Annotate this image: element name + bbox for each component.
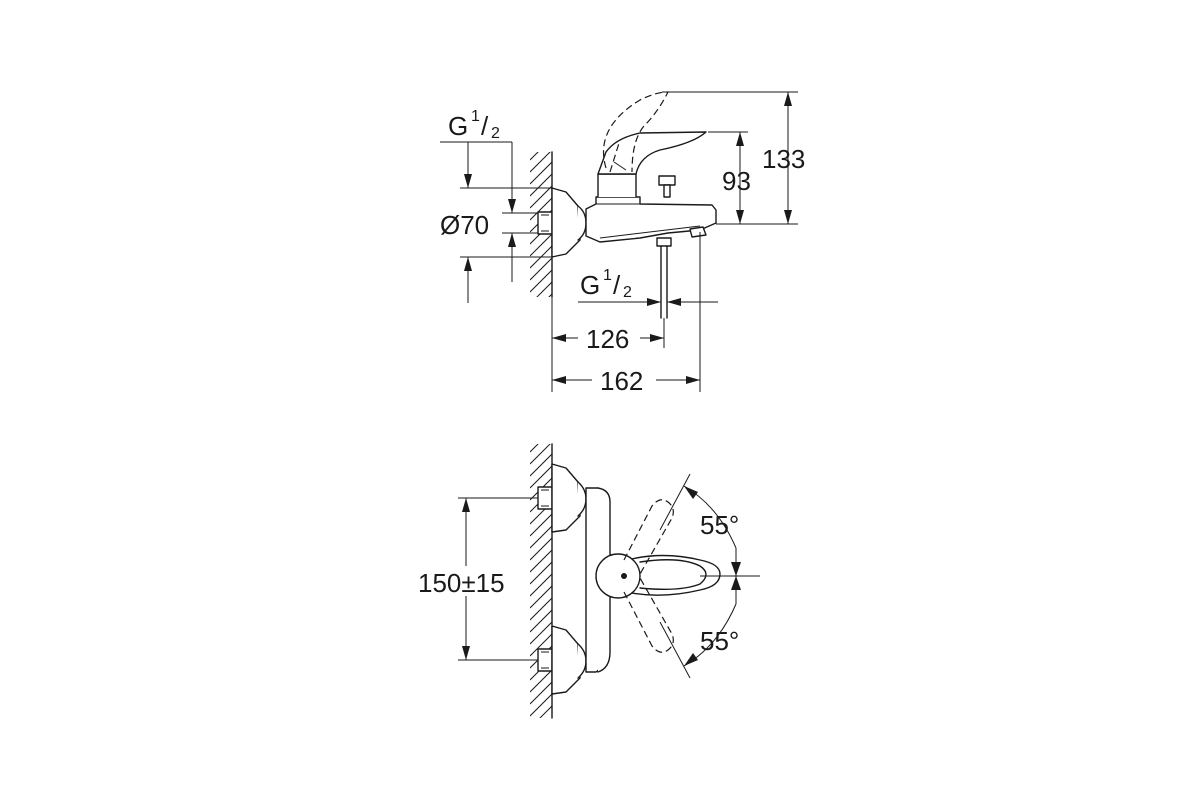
lever-cap [595,553,641,599]
outlet-thread-num: 1 [603,267,612,284]
inlet-thread-num: 1 [471,108,480,125]
height-dimensions: 93 133 [662,91,805,225]
inlet-thread-g: G [448,111,468,141]
lever-angle-down-label: 55° [700,626,739,656]
diverter-knob [658,175,676,198]
outlet-thread-g: G [580,270,600,300]
aerator [689,226,707,238]
inlet-lower [537,625,587,695]
flange-diameter-label: Ø70 [440,210,489,240]
outlet-thread-den: 2 [623,284,632,301]
svg-text:/: / [481,111,489,141]
lever-up-position [623,499,674,575]
svg-text:/: / [613,270,621,300]
inlet-thread-den: 2 [491,125,500,142]
inlet-spacing-label: 150±15 [418,568,505,598]
lever [597,131,707,175]
side-view: G 1 / 2 Ø70 [440,91,805,396]
total-height-label: 133 [762,144,805,174]
inlet-thread-dimension: G 1 / 2 [440,108,538,282]
outlet-distance-dimension: 126 [551,297,665,392]
lever-down-position [623,577,674,653]
shower-outlet [656,237,672,319]
spout-height-label: 93 [722,166,751,196]
inlet-nut [537,211,553,235]
wall-section-bottom [530,443,553,719]
inlet-spacing-dimension: 150±15 [418,497,538,661]
inlet-upper [537,463,587,533]
total-depth-label: 162 [600,366,643,396]
angle-dimensions: 55° 55° [659,473,760,679]
cover-flange [551,187,581,258]
flange-diameter-dimension: Ø70 [440,142,552,303]
outlet-distance-label: 126 [586,324,629,354]
outlet-thread-dimension: G 1 / 2 [578,267,718,306]
total-depth-dimension: 162 [552,232,701,396]
body-upper [597,173,637,198]
top-view: 55° 55° 150±15 [418,443,760,719]
lever-angle-up-label: 55° [700,510,739,540]
